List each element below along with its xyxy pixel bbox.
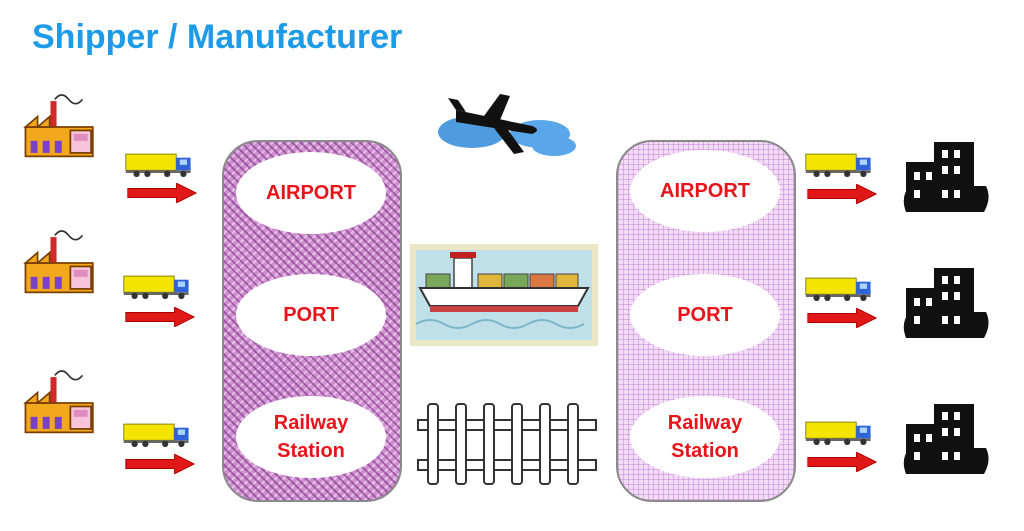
origin-port-node: PORT: [236, 274, 386, 356]
origin-hub: AIRPORT PORT Railway Station: [222, 140, 402, 502]
airplane-icon: [438, 94, 576, 156]
truck-icon: [804, 418, 876, 446]
right-arrow-icon: [806, 308, 878, 328]
truck-icon: [122, 420, 194, 448]
page-title: Shipper / Manufacturer: [32, 18, 403, 56]
right-arrow-icon: [126, 183, 198, 203]
truck-icon: [124, 150, 196, 178]
right-arrow-icon: [806, 452, 878, 472]
factory-icon: [22, 228, 117, 298]
right-arrow-icon: [124, 307, 196, 327]
factory-icon: [22, 368, 117, 438]
right-arrow-icon: [124, 454, 196, 474]
truck-icon: [122, 272, 194, 300]
destination-hub: AIRPORT PORT Railway Station: [616, 140, 796, 502]
cargo-ship-icon: [410, 244, 598, 346]
truck-icon: [804, 150, 876, 178]
destination-airport-node: AIRPORT: [630, 150, 780, 232]
destination-railway-node: Railway Station: [630, 396, 780, 478]
right-arrow-icon: [806, 184, 878, 204]
origin-airport-node: AIRPORT: [236, 152, 386, 234]
origin-railway-node: Railway Station: [236, 396, 386, 478]
truck-icon: [804, 274, 876, 302]
city-buildings-icon: [900, 262, 990, 342]
city-buildings-icon: [900, 398, 990, 478]
factory-icon: [22, 92, 117, 162]
city-buildings-icon: [900, 136, 990, 216]
railway-track-icon: [417, 403, 597, 485]
destination-port-node: PORT: [630, 274, 780, 356]
